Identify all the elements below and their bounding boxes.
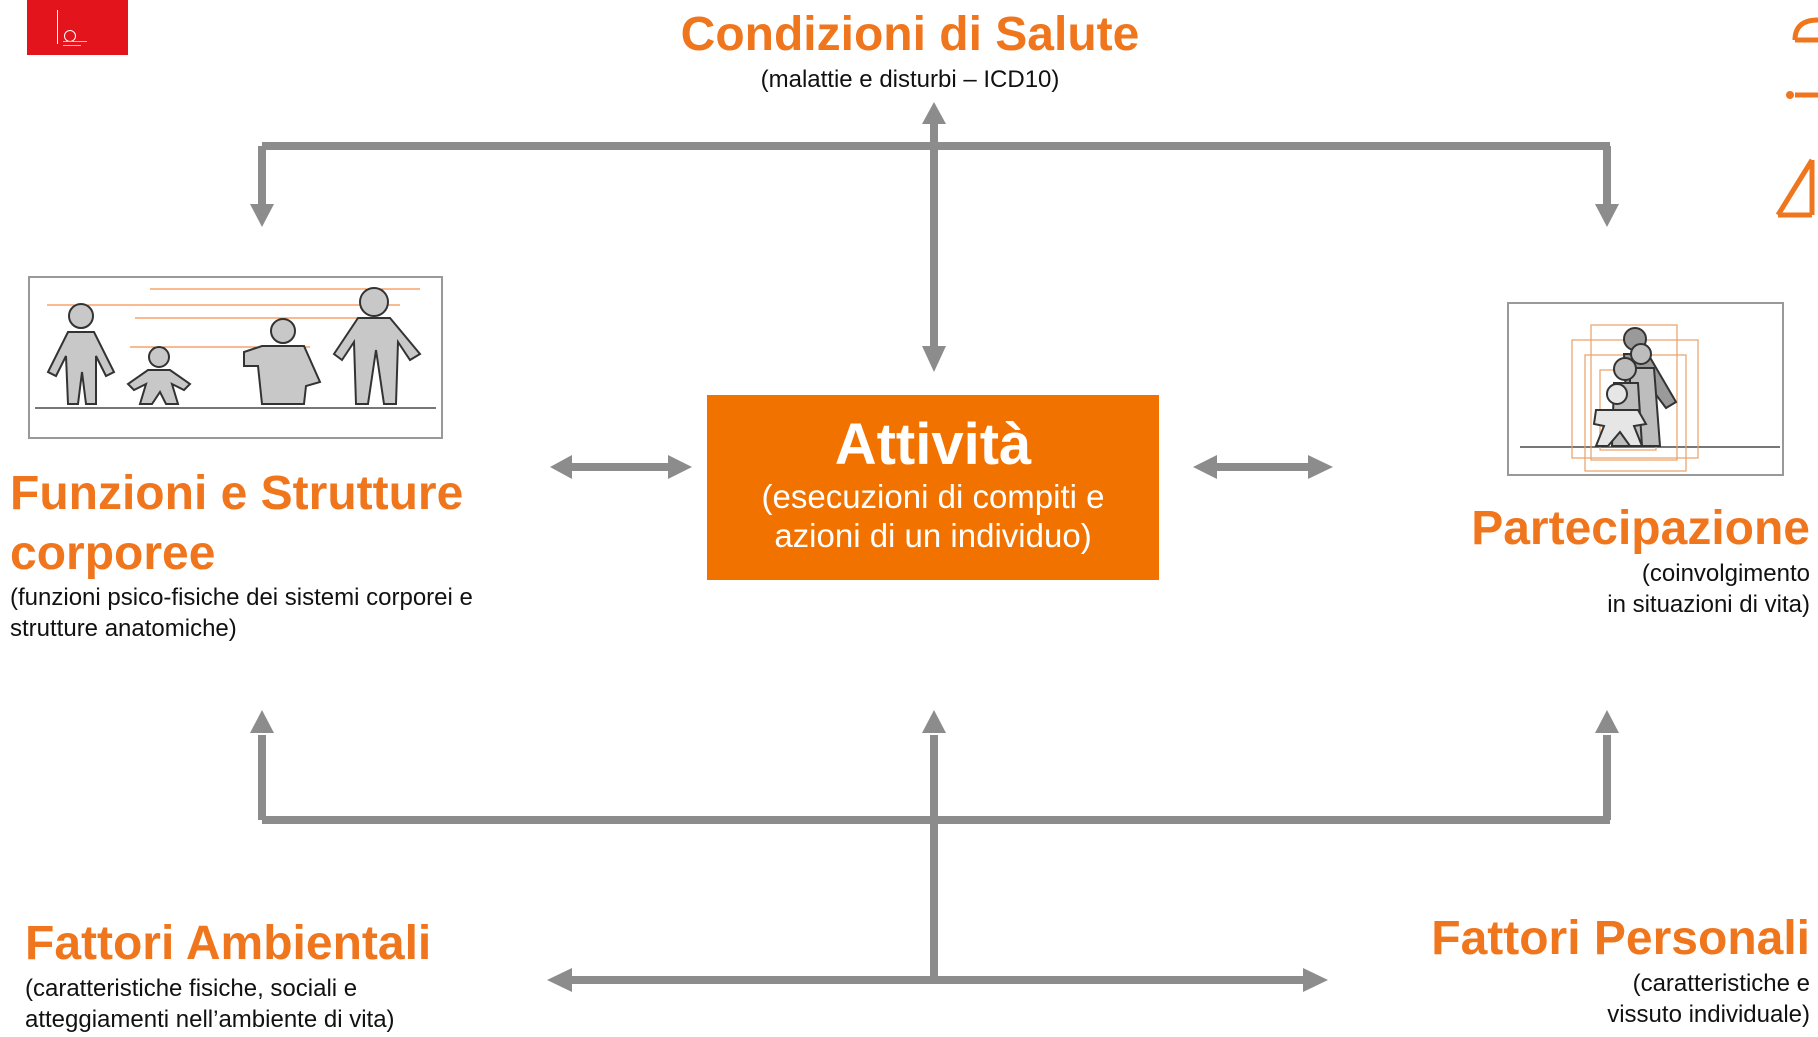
environmental-factors-desc-line1: (caratteristiche fisiche, sociali e [25,974,358,1002]
body-functions-title-line1: Funzioni e Strutture [10,467,464,520]
health-condition-title: Condizioni di Salute [680,8,1140,61]
environmental-factors-block: Fattori Ambientali (caratteristiche fisi… [25,915,565,1035]
arrow-left-body [550,455,572,479]
body-functions-title-line2: corporee [10,527,216,580]
participation-block: Partecipazione (coinvolgimento in situaz… [1318,500,1810,620]
activity-desc-line2: azioni di un individuo) [774,517,1092,555]
organization-logo [27,0,128,55]
group-figures-illustration [1507,302,1784,476]
body-functions-desc-line1: (funzioni psico-fisiche dei sistemi corp… [10,584,473,611]
arrow-left-env [547,968,572,992]
activity-title: Attività [834,412,1032,477]
arrow-up-activity [922,710,946,733]
participation-title: Partecipazione [1471,502,1810,555]
environmental-factors-desc-line2: atteggiamenti nell’ambiente di vita) [25,1005,395,1033]
personal-factors-title: Fattori Personali [1431,912,1810,965]
personal-factors-desc-line2: vissuto individuale) [1607,1000,1810,1028]
personal-factors-block: Fattori Personali (caratteristiche e vis… [1318,910,1810,1030]
arrow-up-participation [1595,710,1619,733]
health-condition-block: Condizioni di Salute (malattie e disturb… [560,6,1260,95]
participation-desc-line2: in situazioni di vita) [1607,590,1810,618]
arrow-right-participation [1308,455,1333,479]
health-condition-subtitle: (malattie e disturbi – ICD10) [760,65,1060,93]
arrow-down-participation [1595,204,1619,227]
body-figures-illustration [28,276,443,439]
personal-factors-desc-line1: (caratteristiche e [1632,969,1810,997]
arrow-up-body [250,710,274,733]
arrow-right-personal [1303,968,1328,992]
participation-desc-line1: (coinvolgimento [1641,559,1810,587]
arrow-right-activity [668,455,692,479]
activity-desc-line1: (esecuzioni di compiti e [761,477,1105,515]
arrow-left-activity [1193,455,1217,479]
side-logo-mark [1775,17,1818,218]
body-functions-desc-line2: strutture anatomiche) [10,615,237,643]
arrow-up-health [922,102,946,124]
arrow-down-body [250,204,274,227]
activity-box: Attività (esecuzioni di compiti e azioni… [707,395,1159,580]
environmental-factors-title: Fattori Ambientali [25,917,432,970]
arrow-down-activity [922,346,946,372]
body-functions-block: Funzioni e Strutture corporee (funzioni … [10,462,570,644]
